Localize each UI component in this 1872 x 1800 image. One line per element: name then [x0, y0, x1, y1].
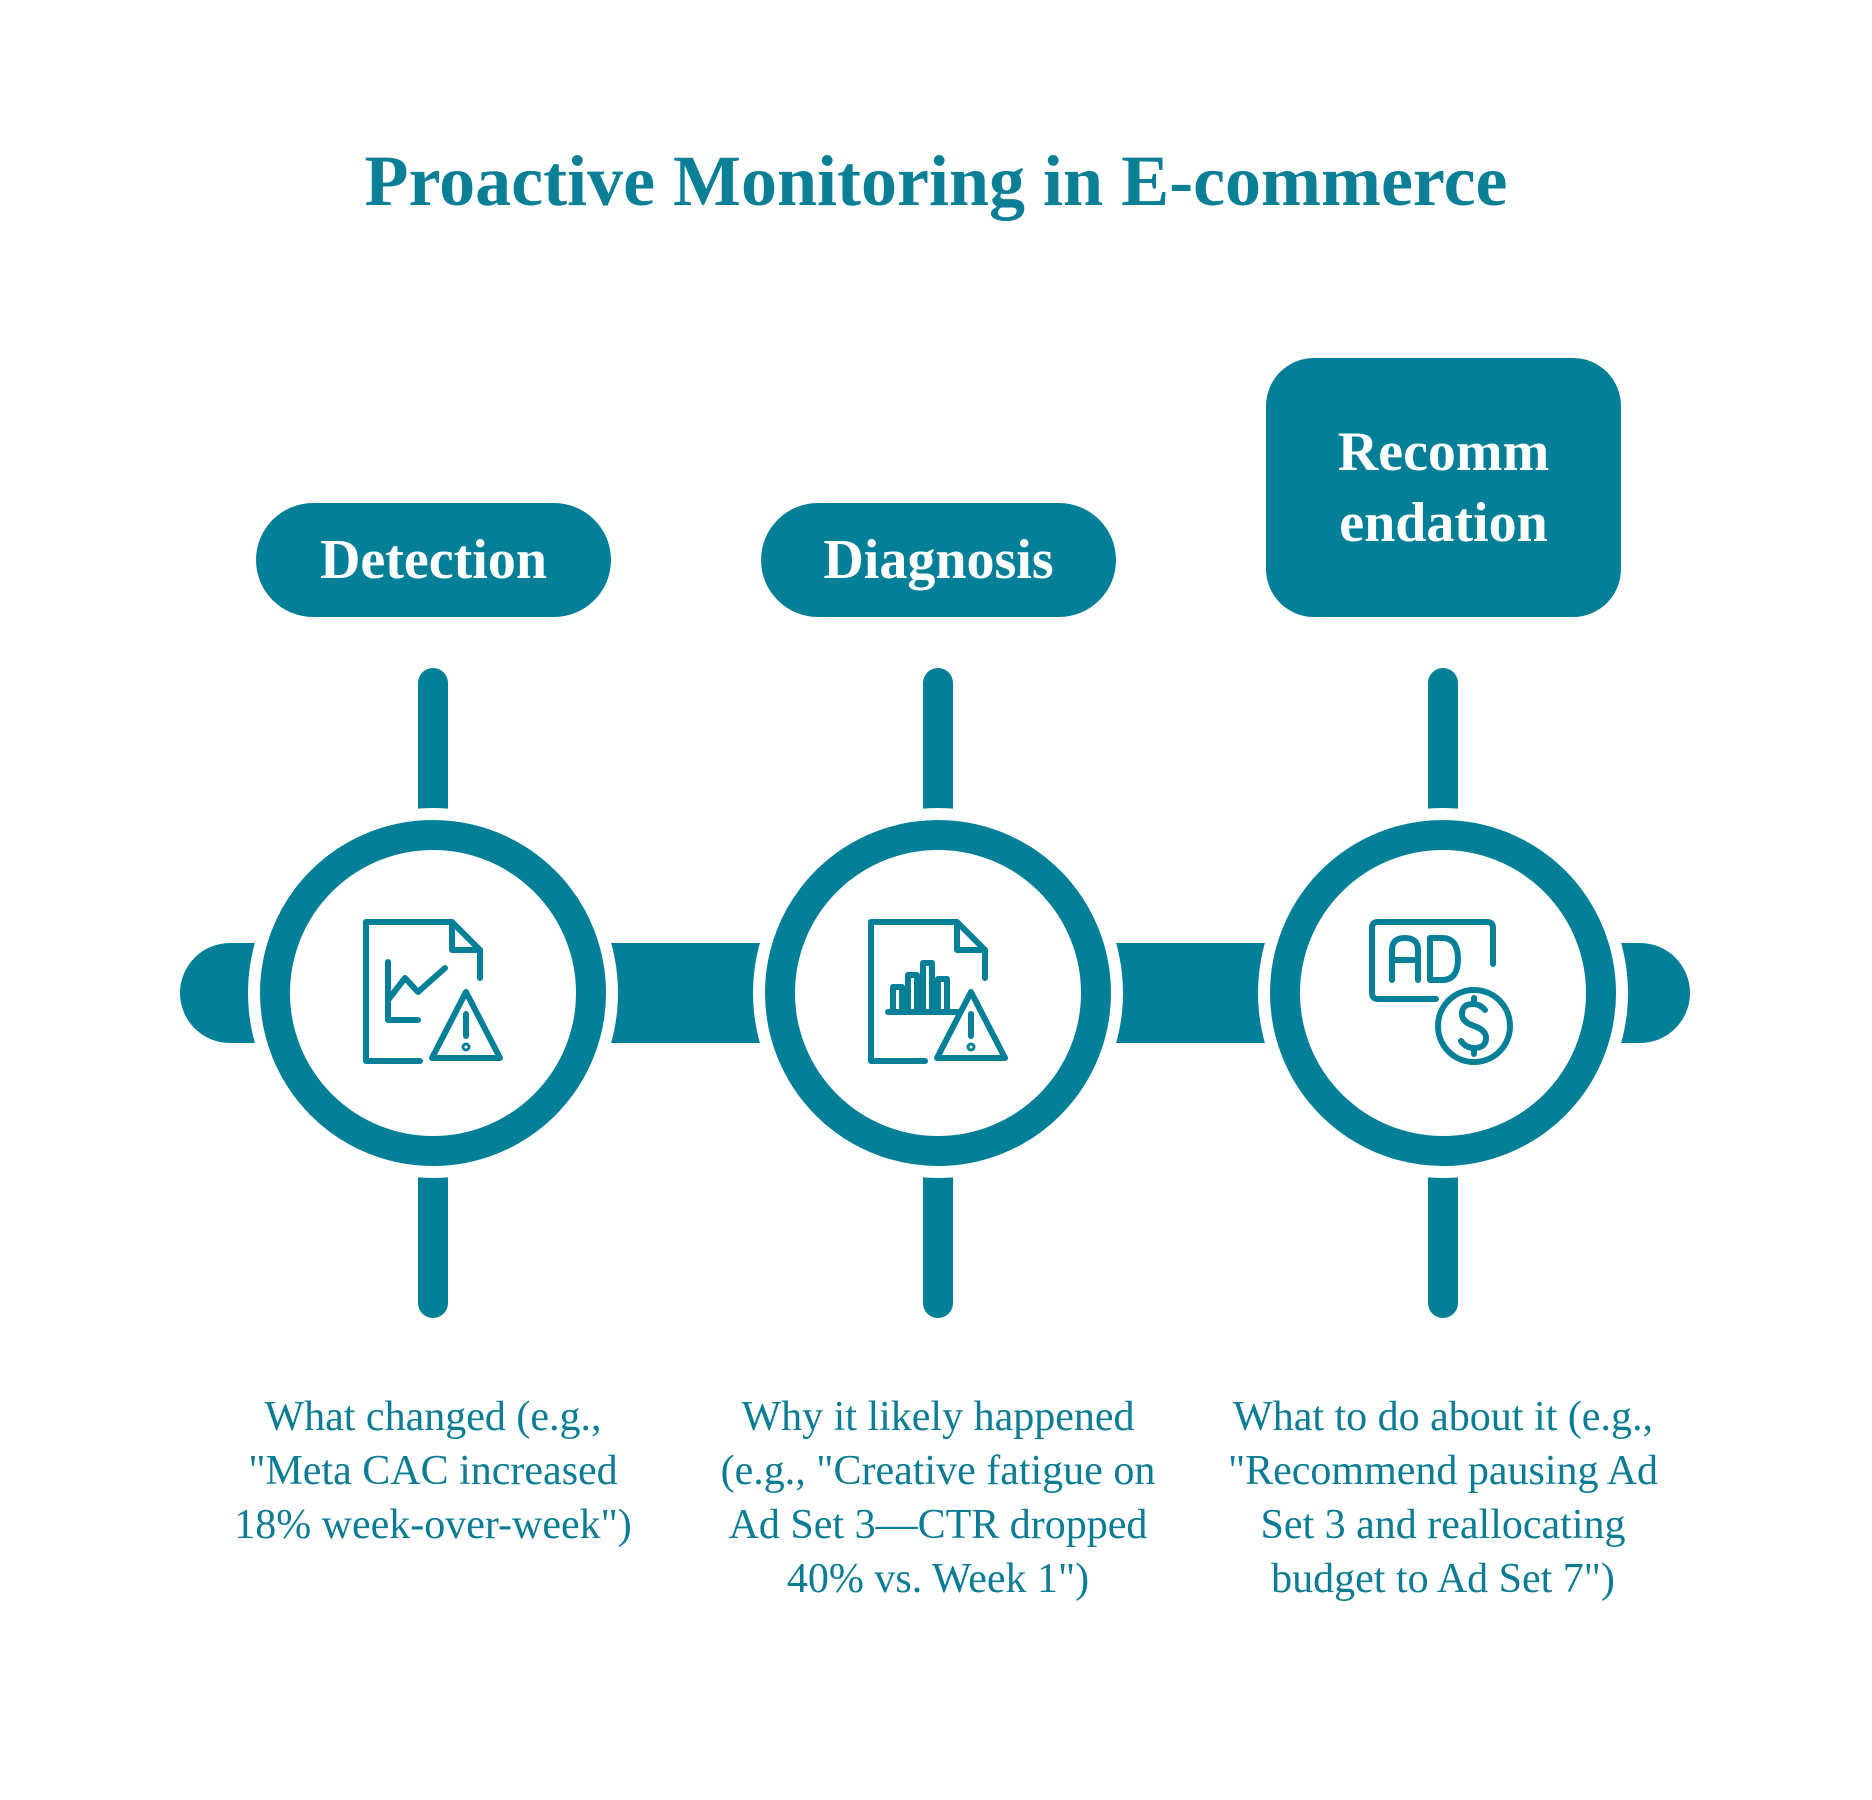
step-1-label: Detection: [256, 503, 611, 617]
ad-dollar-icon: [1369, 919, 1513, 1065]
diagram-title: Proactive Monitoring in E-commerce: [364, 141, 1508, 221]
report-chart-warning-icon: [363, 919, 503, 1064]
step-3-label-text: Recommendation: [1337, 420, 1550, 554]
report-bar-chart-warning-icon: [868, 919, 1008, 1064]
step-1-description: What changed (e.g., "Meta CAC increased …: [234, 1394, 632, 1548]
step-3-node: [1258, 668, 1628, 1318]
step-3-description: What to do about it (e.g., "Recommend pa…: [1227, 1394, 1659, 1602]
step-1-node: [248, 668, 618, 1318]
step-3-label: Recommendation: [1266, 358, 1621, 617]
step-2-description: Why it likely happened (e.g., "Creative …: [720, 1394, 1156, 1602]
step-2-label: Diagnosis: [761, 503, 1116, 617]
